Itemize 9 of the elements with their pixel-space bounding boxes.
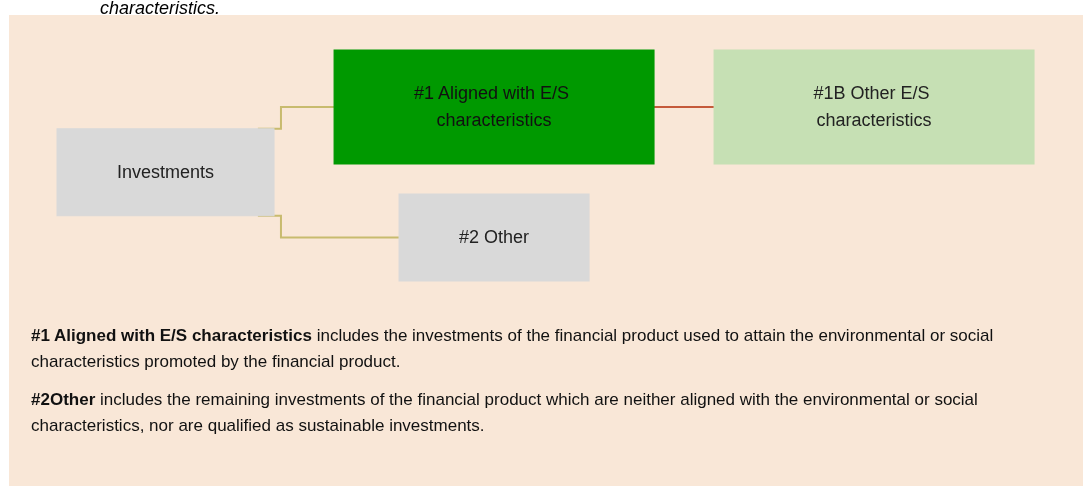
node-box: [56, 127, 275, 216]
connector: [653, 105, 716, 108]
definition-note: #1 Aligned with E/S characteristics includes the investments of the financial product used to attain the environmental or social characteristics promoted by the financial product.: [31, 325, 995, 373]
definition-note: #2Other includes the remaining investments of the financial product which are neither aligned with the environmental or social characteristics, nor are qualified as sustainable investments.: [31, 389, 979, 437]
node-box: [399, 193, 591, 281]
node-box: [334, 49, 655, 164]
heading-fragment: characteristics.: [100, 3, 221, 17]
panel-background: Investments #1 Aligned with E/S characteristics #1B Other E/S characteristics #2 Other #1 Aligned with E/S characteristics includes the investments of the financial product used to attain the environmental or social characteristics promoted by the financial product. #2Other includes the remaining investments of the financial product which are neither aligned with the environmental or social characteristics, nor are qualified as sustainable investments.: [9, 15, 1083, 486]
node-box: [714, 49, 1035, 164]
